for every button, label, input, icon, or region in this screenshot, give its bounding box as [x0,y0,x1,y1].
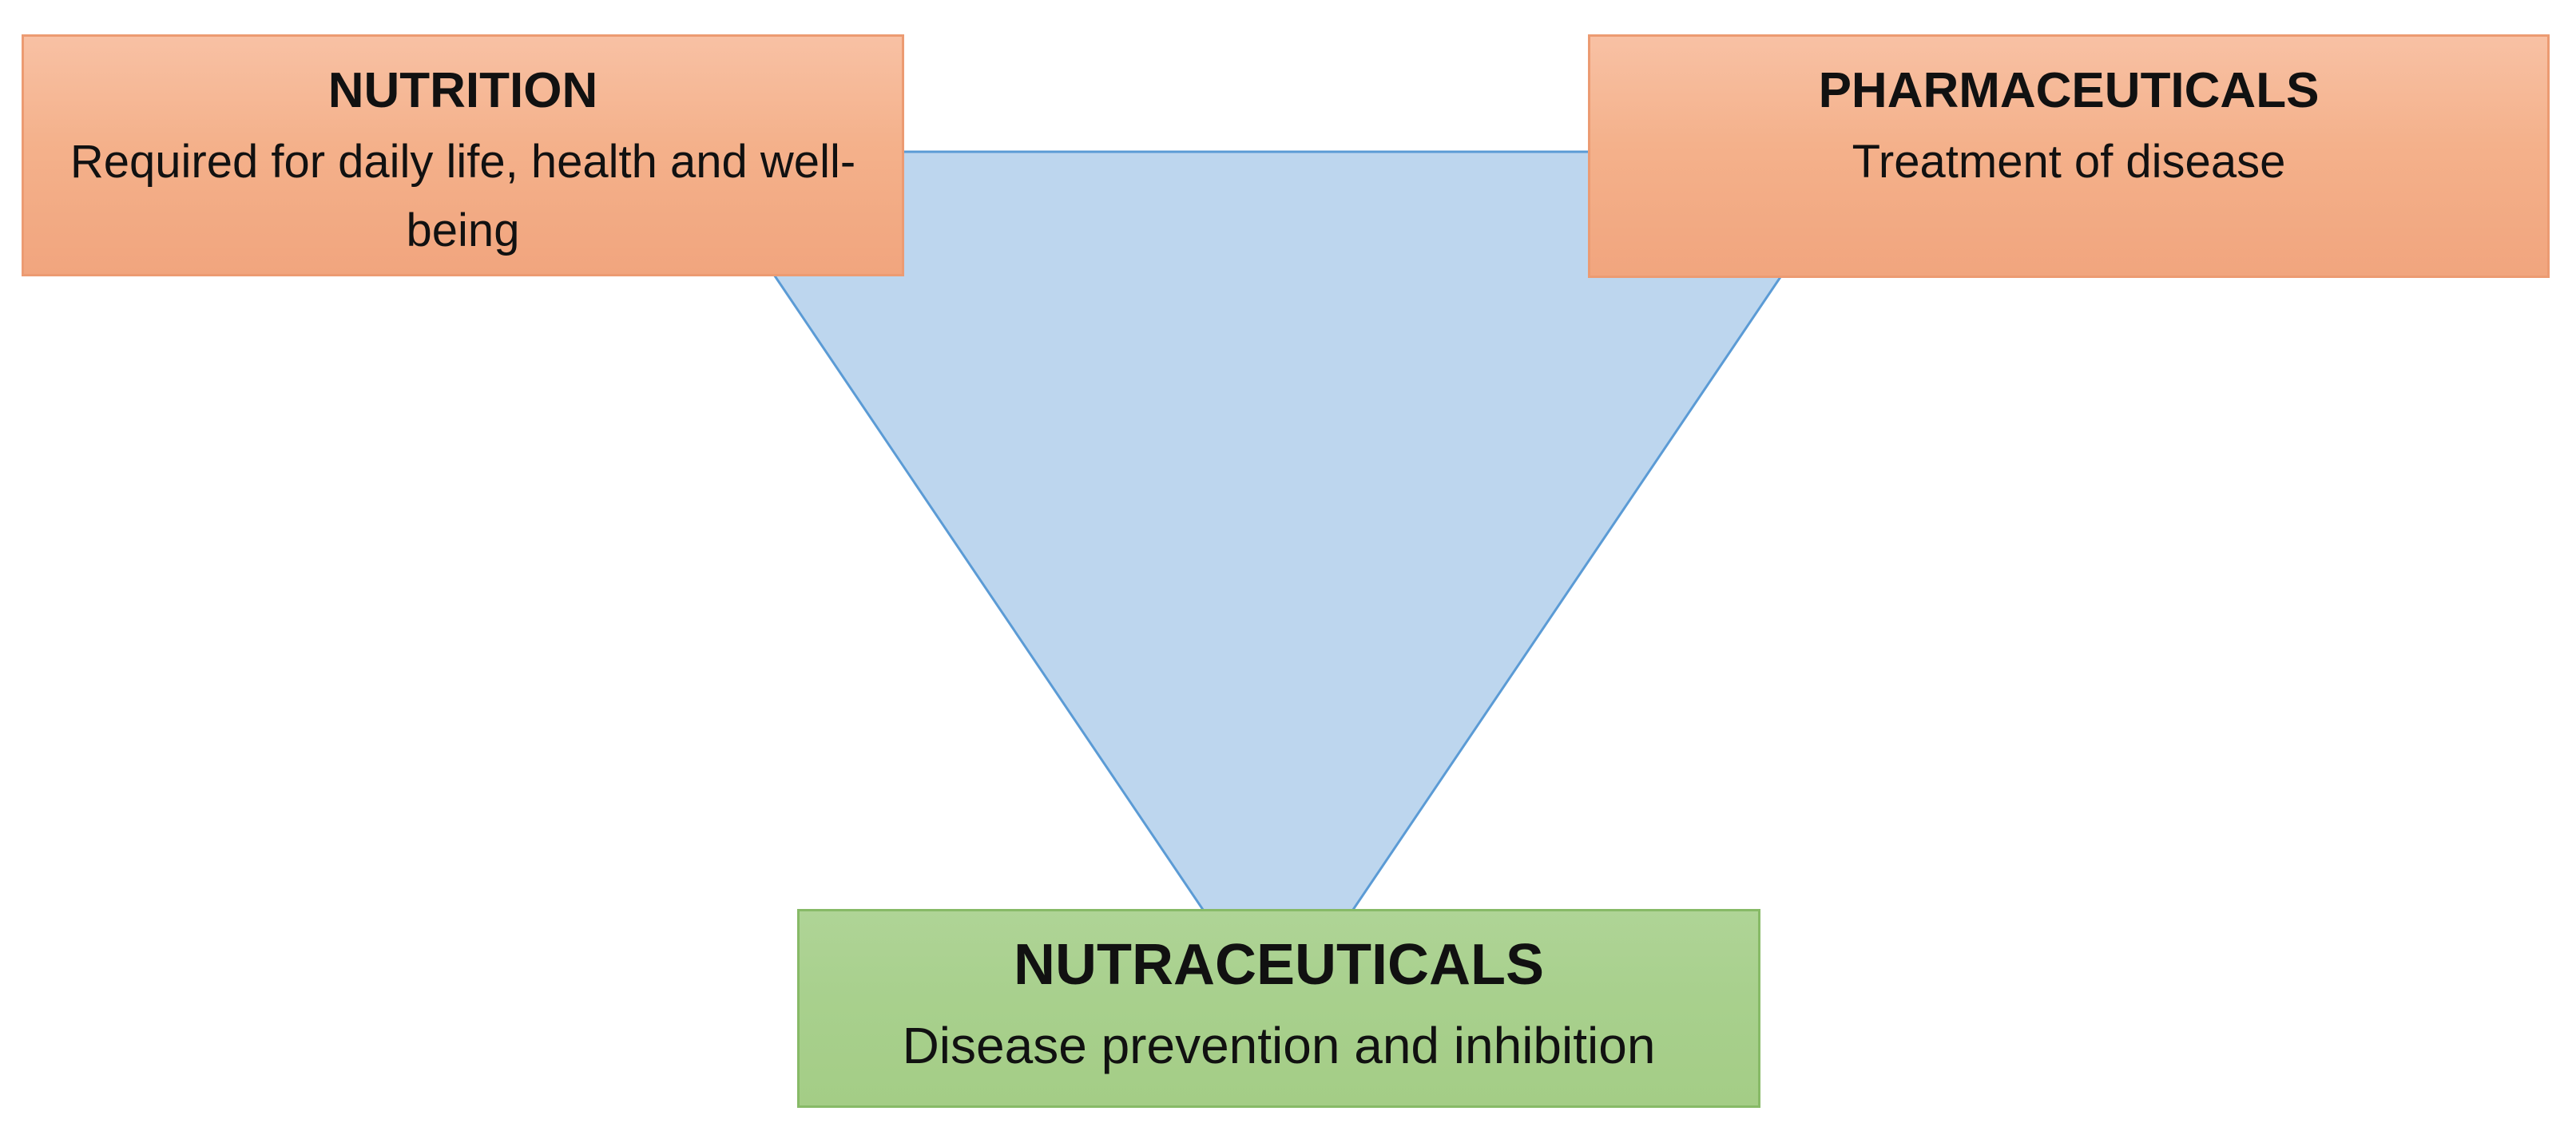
nutraceuticals-title: NUTRACEUTICALS [1014,933,1544,997]
node-nutrition: NUTRITION Required for daily life, healt… [22,34,904,276]
inverted-triangle-shape [689,150,1868,1023]
nutrition-subtitle: Required for daily life, health and well… [69,136,856,256]
node-nutraceuticals: NUTRACEUTICALS Disease prevention and in… [797,909,1760,1108]
pharmaceuticals-title: PHARMACEUTICALS [1818,63,2320,118]
node-pharmaceuticals: PHARMACEUTICALS Treatment of disease [1588,34,2550,278]
nutraceuticals-subtitle: Disease prevention and inhibition [902,1017,1656,1074]
pharmaceuticals-subtitle: Treatment of disease [1852,136,2286,188]
nutrition-title: NUTRITION [327,63,598,118]
